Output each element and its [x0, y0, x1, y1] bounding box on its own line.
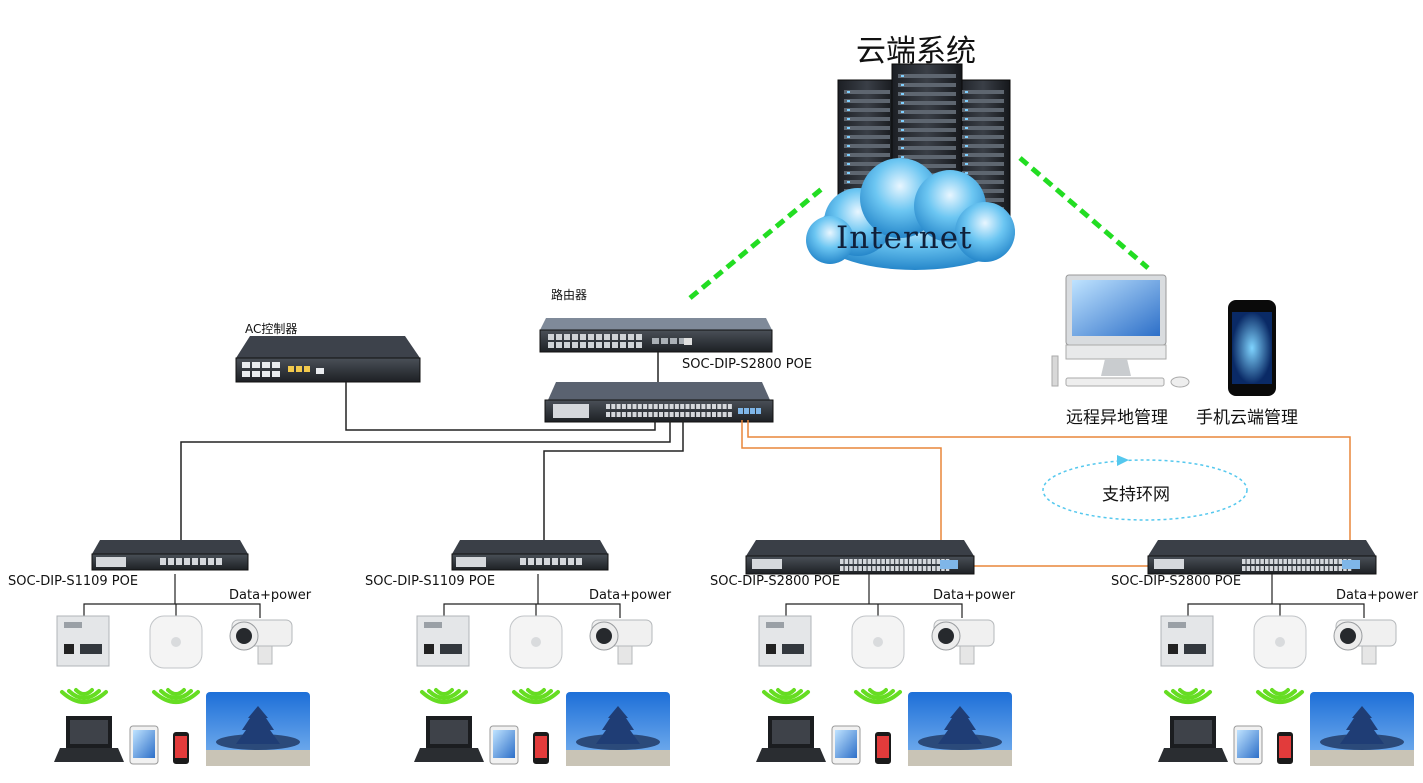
drop-bus-cable — [443, 603, 621, 618]
imac-icon — [1051, 274, 1190, 388]
cable-access-1 — [180, 420, 671, 540]
wifi-signal-icon — [1164, 688, 1212, 704]
remote-management-label: 远程异地管理 — [1066, 408, 1168, 428]
ring-link-a — [741, 420, 942, 562]
ac-controller-label: AC控制器 — [245, 322, 298, 336]
ceiling-ap-icon — [1253, 615, 1307, 669]
access-group-3 — [745, 540, 1012, 766]
tablet-icon — [489, 725, 519, 765]
access-group-4 — [1147, 540, 1414, 766]
wall-panel-ap-icon — [56, 615, 110, 667]
access-group-1 — [54, 540, 310, 766]
access-switch-icon — [451, 540, 609, 571]
ceiling-ap-icon — [509, 615, 563, 669]
drop-bus-cable — [785, 603, 963, 618]
access-group-2 — [414, 540, 670, 766]
wifi-signal-icon — [512, 688, 560, 704]
tablet-icon — [129, 725, 159, 765]
internet-link-right — [1018, 156, 1150, 270]
temple-photo-icon — [908, 692, 1012, 766]
wall-panel-ap-icon — [416, 615, 470, 667]
ring-network-label: 支持环网 — [1102, 485, 1170, 505]
ac-controller-icon — [235, 336, 421, 383]
access-switch-icon — [1147, 540, 1377, 575]
drop-bus-cable — [83, 603, 261, 618]
laptop-icon — [414, 716, 484, 762]
wall-panel-ap-icon — [1160, 615, 1214, 667]
wifi-signal-icon — [420, 688, 468, 704]
poe-label-3: Data+power — [933, 588, 1016, 603]
access-switch-label-4: SOC-DIP-S2800 POE — [1111, 574, 1242, 589]
ac-cable — [345, 382, 656, 431]
core-switch-label: SOC-DIP-S2800 POE — [682, 357, 813, 372]
access-switch-icon — [745, 540, 975, 575]
tablet-icon — [831, 725, 861, 765]
ceiling-ap-icon — [851, 615, 905, 669]
router-label: 路由器 — [551, 288, 588, 302]
cloud-system-title: 云端系统 — [856, 34, 976, 69]
wifi-signal-icon — [1256, 688, 1304, 704]
bullet-camera-icon — [1333, 619, 1397, 665]
laptop-icon — [756, 716, 826, 762]
poe-label-4: Data+power — [1336, 588, 1419, 603]
core-switch-icon — [544, 382, 774, 423]
wifi-signal-icon — [854, 688, 902, 704]
tablet-icon — [1233, 725, 1263, 765]
poe-label-1: Data+power — [229, 588, 312, 603]
phone-icon — [1277, 732, 1293, 764]
cable-access-2 — [543, 420, 684, 540]
phone-icon — [173, 732, 189, 764]
bullet-camera-icon — [589, 619, 653, 665]
internet-cloud-icon — [806, 158, 1015, 270]
access-switch-label-2: SOC-DIP-S1109 POE — [365, 574, 496, 589]
internet-link-left — [688, 185, 826, 300]
wall-panel-ap-icon — [758, 615, 812, 667]
bullet-camera-icon — [931, 619, 995, 665]
ring-link-b — [747, 420, 1351, 562]
temple-photo-icon — [566, 692, 670, 766]
ceiling-ap-icon — [149, 615, 203, 669]
drop-bus-cable — [1187, 603, 1365, 618]
access-switch-label-1: SOC-DIP-S1109 POE — [8, 574, 139, 589]
access-switch-icon — [91, 540, 249, 571]
phone-icon — [533, 732, 549, 764]
bullet-camera-icon — [229, 619, 293, 665]
access-switch-label-3: SOC-DIP-S2800 POE — [710, 574, 841, 589]
ring-arrow-icon — [1117, 455, 1129, 466]
wifi-signal-icon — [152, 688, 200, 704]
smartphone-icon — [1228, 300, 1276, 396]
temple-photo-icon — [1310, 692, 1414, 766]
wifi-signal-icon — [60, 688, 108, 704]
phone-icon — [875, 732, 891, 764]
laptop-icon — [54, 716, 124, 762]
wifi-signal-icon — [762, 688, 810, 704]
laptop-icon — [1158, 716, 1228, 762]
router-device-icon — [539, 318, 773, 353]
ring-ellipse — [1042, 459, 1248, 521]
mobile-cloud-management-label: 手机云端管理 — [1196, 408, 1298, 428]
poe-label-2: Data+power — [589, 588, 672, 603]
temple-photo-icon — [206, 692, 310, 766]
internet-label: Internet — [836, 220, 973, 256]
